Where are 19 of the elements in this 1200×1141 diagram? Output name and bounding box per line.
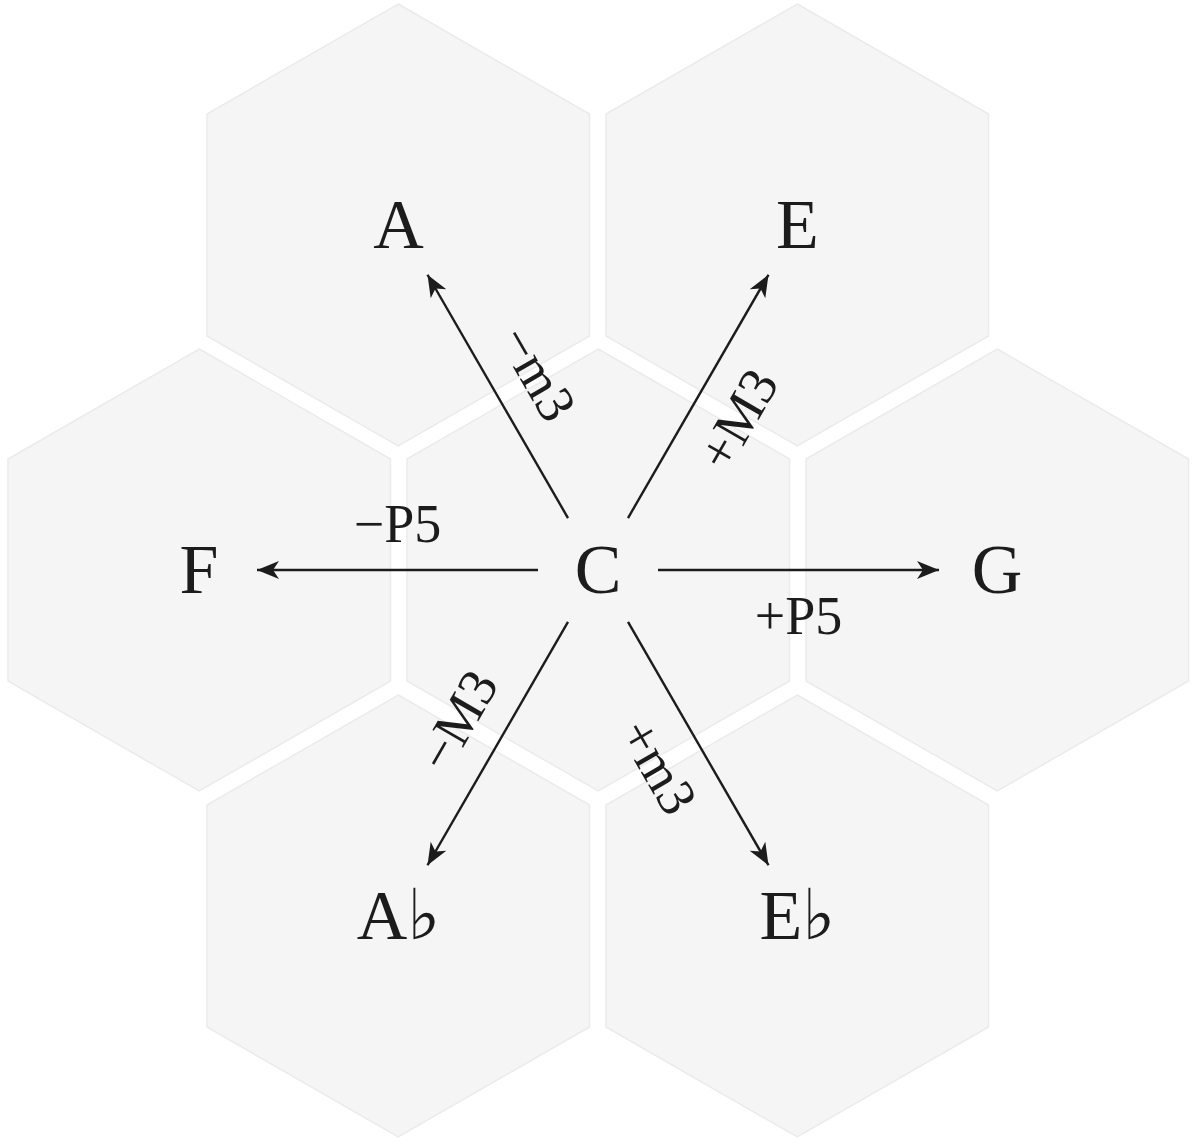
hexagon-tile [206,2,591,447]
arrow [426,621,570,866]
note-name: A [373,189,424,260]
arrow [426,274,570,519]
interval-label: −P5 [353,497,442,551]
arrow [626,274,770,519]
note-name: A♭ [356,880,441,951]
interval-label: +m3 [610,710,707,824]
arrow [257,561,538,579]
interval-label: +P5 [754,589,843,643]
note-name: G [971,535,1023,605]
arrow [626,621,770,866]
note-name: C [574,535,622,605]
note-name: F [179,535,219,605]
interval-label: −m3 [489,316,586,430]
note-name: E [776,189,819,260]
note-name: E♭ [759,880,836,951]
arrow [658,561,939,579]
hexagon-tile [605,693,990,1138]
